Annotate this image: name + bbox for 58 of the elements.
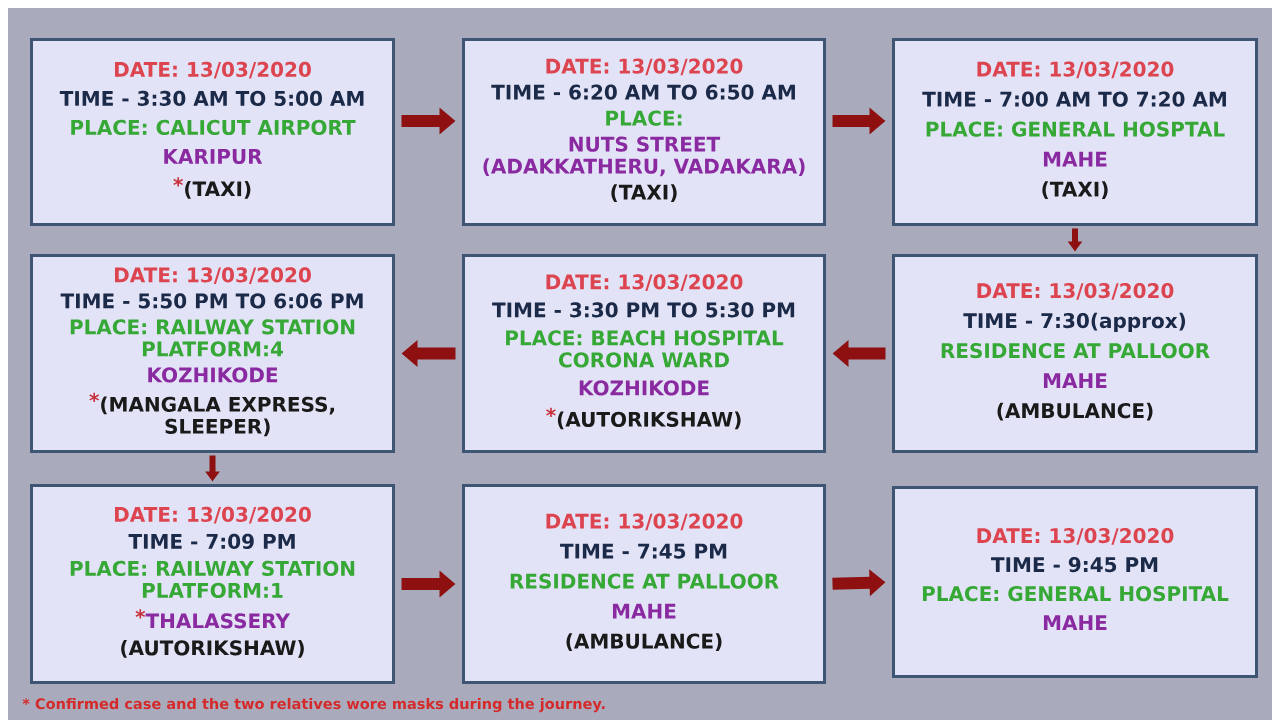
place-text: PLACE: GENERAL HOSPITAL [922, 586, 1229, 602]
event-box [30, 38, 395, 226]
locality-text: MAHE [612, 603, 676, 619]
footnote-text: * Confirmed case and the two relatives wore masks during the journey. [22, 697, 605, 713]
date-text: DATE: 13/03/2020 [977, 283, 1174, 300]
date-text: DATE: 13/03/2020 [115, 506, 311, 524]
date-text: DATE: 13/03/2020 [115, 61, 311, 79]
time-text: TIME - 7:30(approx) [963, 312, 1186, 333]
date-text: DATE: 13/03/2020 [546, 513, 743, 531]
vehicle-text: (AUTORIKSHAW) [557, 411, 741, 430]
locality-text: KOZHIKODE [579, 380, 709, 396]
place-text: PLACE: GENERAL HOSPTAL [926, 121, 1225, 137]
locality-text: KOZHIKODE [148, 367, 278, 383]
place-text: PLACE: [606, 110, 682, 126]
place-text: RESIDENCE AT PALLOOR [941, 343, 1210, 359]
event-box [462, 38, 826, 226]
locality-text: MAHE [1043, 615, 1107, 630]
time-text: TIME - 7:00 AM TO 7:20 AM [922, 91, 1226, 107]
time-text: TIME - 9:45 PM [991, 557, 1158, 573]
locality-text: MAHE [1043, 373, 1107, 388]
vehicle-text: (TAXI) [185, 180, 251, 199]
place-text: PLACE: RAILWAY STATION PLATFORM:4 [70, 319, 355, 357]
place-text: PLACE: RAILWAY STATION PLATFORM:1 [70, 560, 355, 598]
date-text: DATE: 13/03/2020 [546, 274, 743, 292]
vehicle-text: (TAXI) [611, 184, 677, 203]
event-box [892, 486, 1258, 678]
locality-text: KARIPUR [164, 149, 263, 164]
time-text: TIME - 7:45 PM [560, 543, 727, 559]
locality-text: THALASSERY [145, 613, 291, 629]
time-text: TIME - 7:09 PM [128, 533, 295, 549]
time-text: TIME - 3:30 AM TO 5:00 AM [59, 90, 364, 106]
place-text: PLACE: CALICUT AIRPORT [71, 119, 356, 135]
date-text: DATE: 13/03/2020 [977, 61, 1174, 79]
asterisk-mark: * [89, 392, 99, 403]
date-text: DATE: 13/03/2020 [115, 267, 311, 285]
vehicle-text: (AMBULANCE) [566, 633, 722, 652]
time-text: TIME - 6:20 AM TO 6:50 AM [491, 84, 795, 100]
time-text: TIME - 5:50 PM TO 6:06 PM [60, 293, 363, 309]
vehicle-text: (MANGALA EXPRESS, SLEEPER) [101, 396, 335, 437]
locality-text: NUTS STREET (ADAKKATHERU, VADAKARA) [483, 136, 805, 177]
asterisk-mark: * [173, 177, 183, 187]
event-box [462, 484, 826, 684]
vehicle-text: (AMBULANCE) [997, 402, 1153, 421]
date-text: DATE: 13/03/2020 [546, 58, 743, 76]
vehicle-text: (AUTORIKSHAW) [121, 639, 304, 658]
event-box [462, 254, 826, 453]
date-text: DATE: 13/03/2020 [977, 528, 1174, 545]
asterisk-mark: * [135, 609, 146, 619]
time-text: TIME - 3:30 PM TO 5:30 PM [492, 302, 795, 318]
locality-text: MAHE [1043, 151, 1107, 167]
event-box [30, 484, 395, 684]
event-box [892, 38, 1258, 226]
event-box [30, 254, 395, 453]
asterisk-mark: * [546, 407, 556, 418]
vehicle-text: (TAXI) [1042, 181, 1108, 200]
event-box [892, 254, 1258, 453]
place-text: RESIDENCE AT PALLOOR [510, 573, 779, 589]
place-text: PLACE: BEACH HOSPITAL CORONA WARD [506, 330, 784, 368]
